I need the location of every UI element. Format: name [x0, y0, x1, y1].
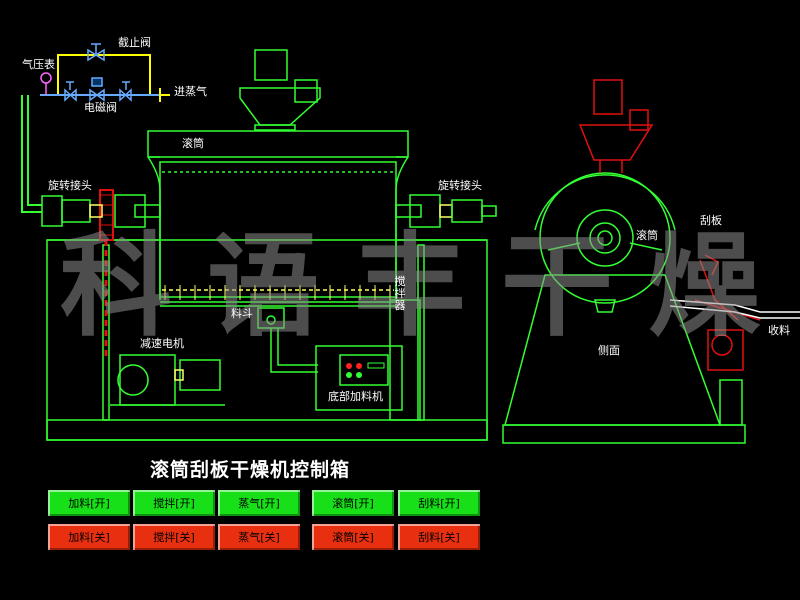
hopper-label: 料斗: [231, 307, 253, 320]
stir-on-button[interactable]: 搅拌[开]: [133, 490, 215, 516]
feed-off-button[interactable]: 加料[关]: [48, 524, 130, 550]
rotary-joint-left: [41, 194, 161, 228]
drum-label: 滚筒: [182, 137, 204, 150]
steam-supply-line: [21, 95, 42, 213]
solenoid-valve-icon[interactable]: [64, 77, 132, 102]
scraper-assembly: [694, 254, 761, 371]
side-motor: [578, 79, 654, 173]
bottom-feeder-label: 底部加料机: [328, 390, 383, 403]
scrape-on-button[interactable]: 刮料[开]: [398, 490, 480, 516]
stir-off-button[interactable]: 搅拌[关]: [133, 524, 215, 550]
drum-machine-side: [502, 172, 746, 444]
drum-on-button[interactable]: 滚筒[开]: [312, 490, 394, 516]
steam-on-button[interactable]: 蒸气[开]: [218, 490, 300, 516]
feeder-indicator-lights: [346, 362, 385, 378]
steam-inlet-label: 进蒸气: [174, 85, 207, 98]
solenoid-valve-label: 电磁阀: [84, 101, 117, 114]
rotary-joint-right: [395, 194, 497, 228]
pressure-gauge-label: 气压表: [22, 58, 55, 71]
drum-off-button[interactable]: 滚筒[关]: [312, 524, 394, 550]
discharge-label: 收料: [768, 324, 790, 337]
steam-piping: [40, 54, 170, 102]
drum-side-label: 滚筒: [636, 229, 658, 242]
stop-valve-icon[interactable]: [87, 43, 105, 62]
scraper-label: 刮板: [700, 214, 722, 227]
pressure-gauge-icon: [40, 72, 52, 95]
panel-title: 滚筒刮板干燥机控制箱: [150, 459, 351, 481]
rotary-joint-left-label: 旋转接头: [48, 179, 92, 192]
feed-on-button[interactable]: 加料[开]: [48, 490, 130, 516]
discharge-chute: [669, 299, 800, 319]
gear-motor-label: 减速电机: [140, 337, 184, 350]
scrape-off-button[interactable]: 刮料[关]: [398, 524, 480, 550]
stop-valve-label: 截止阀: [118, 36, 151, 49]
rotary-joint-right-label: 旋转接头: [438, 179, 482, 192]
drive-gear: [99, 189, 114, 360]
side-view-label: 侧面: [598, 344, 620, 357]
agitator-label: 搅拌器: [394, 275, 406, 312]
steam-off-button[interactable]: 蒸气[关]: [218, 524, 300, 550]
